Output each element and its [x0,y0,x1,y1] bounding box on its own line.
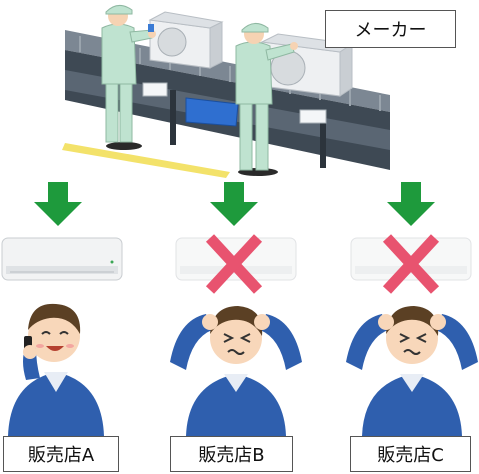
arrows [34,182,435,226]
factory-worker-2 [235,23,298,176]
store-c-staff [346,306,478,436]
blue-crate [185,97,239,127]
arrow-to-store-c [387,182,435,226]
cross-mark-store-c [382,234,440,294]
store-a-staff [8,303,104,436]
arrow-to-store-a [34,182,82,226]
store-a-label: 販売店A [3,436,119,472]
parts-tray [142,82,168,97]
store-c-label: 販売店C [350,436,471,472]
maker-label: メーカー [325,10,456,48]
arrow-to-store-b [210,182,258,226]
store-b-label: 販売店B [170,436,293,472]
factory-scene [62,5,390,178]
ac-unit-store-a [1,237,123,281]
store-b-staff [170,306,302,436]
outdoor-unit-1 [148,11,224,69]
cross-mark-store-b [205,234,263,294]
factory-worker-1 [101,5,156,150]
floor-line [62,143,230,178]
